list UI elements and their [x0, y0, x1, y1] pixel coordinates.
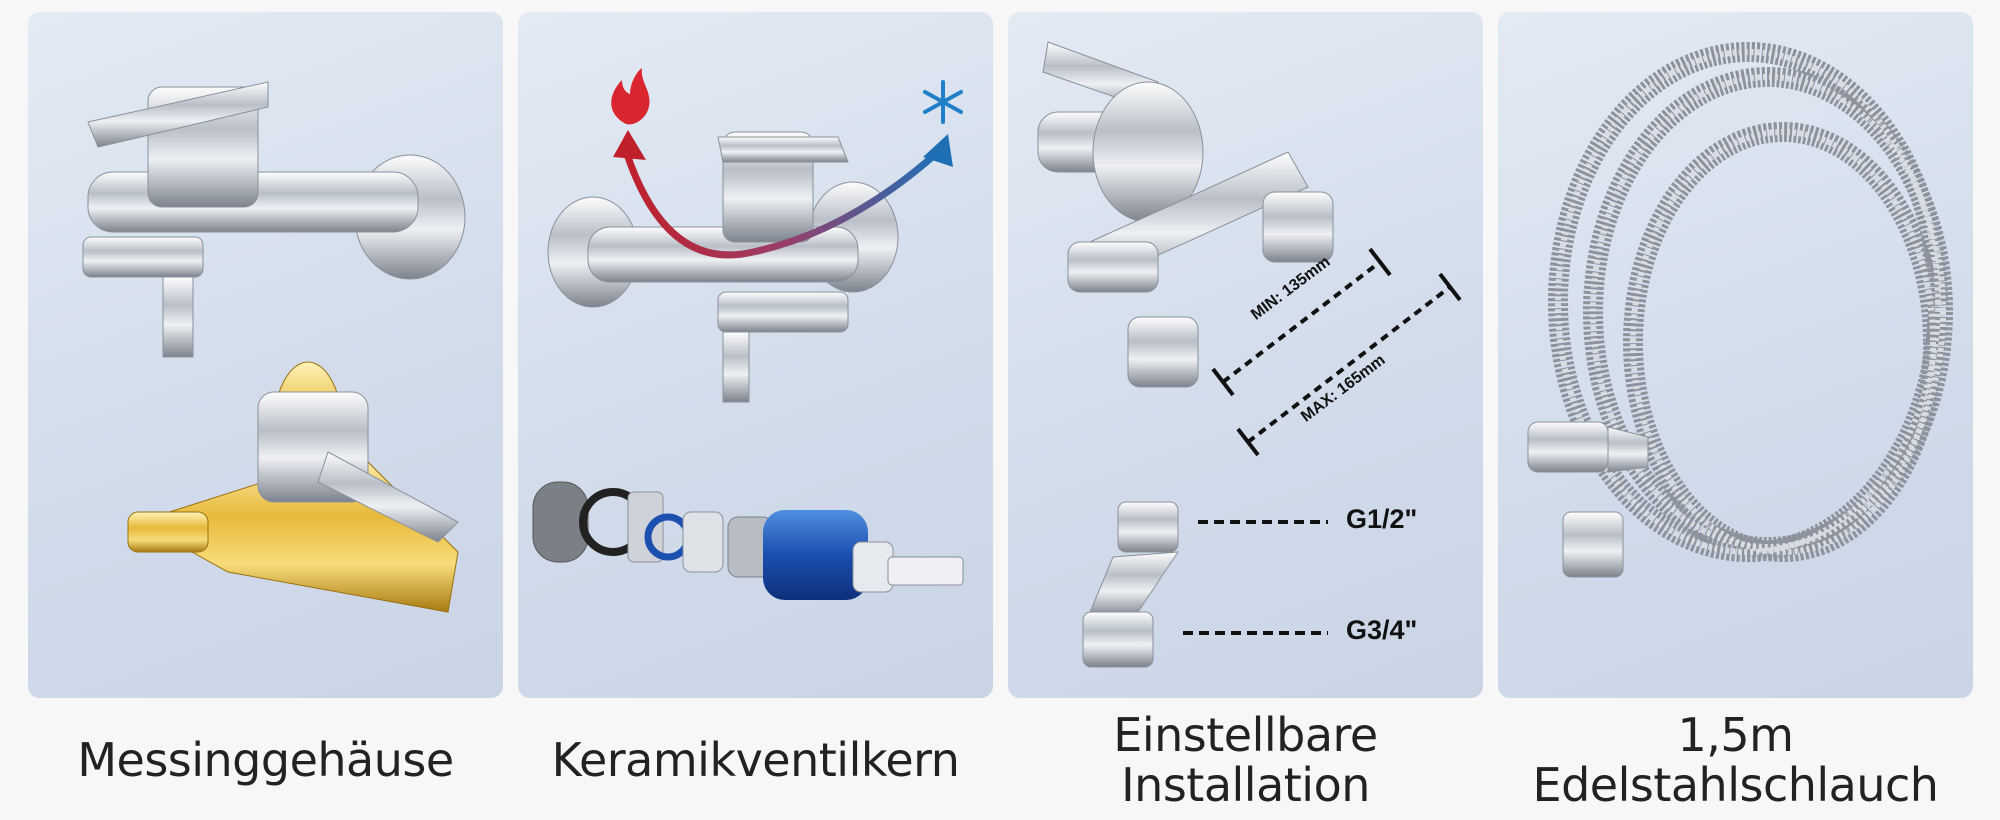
caption-line: Keramikventilkern	[551, 733, 960, 787]
installation-diagram	[1037, 41, 1462, 668]
caption-line: Einstellbare	[1113, 708, 1378, 762]
g34-label: G3/4"	[1346, 615, 1418, 645]
caption-adjustable-installation: Einstellbare Installation	[1008, 705, 1483, 815]
caption-steel-hose: 1,5m Edelstahlschlauch	[1498, 705, 1973, 815]
fire-icon	[611, 68, 650, 125]
caption-ceramic-valve: Keramikventilkern	[518, 705, 993, 815]
panel-steel-hose	[1498, 12, 1973, 698]
caption-brass-housing: Messinggehäuse	[28, 705, 503, 815]
ceramic-valve-image	[532, 68, 964, 600]
caption-line: Messinggehäuse	[77, 733, 454, 787]
g12-label: G1/2"	[1346, 504, 1418, 534]
caption-line: Installation	[1121, 758, 1370, 812]
caption-line: 1,5m	[1677, 708, 1794, 762]
panel-ceramic-valve	[518, 12, 993, 698]
panel-adjustable-installation: MIN: 135mm MAX: 165mm G1/2" G3/4"	[1008, 12, 1483, 698]
brass-faucet-image	[82, 81, 466, 613]
panel-brass-housing	[28, 12, 503, 698]
caption-line: Edelstahlschlauch	[1532, 758, 1939, 812]
steel-hose-image	[1527, 42, 1953, 578]
snowflake-icon	[923, 80, 963, 124]
